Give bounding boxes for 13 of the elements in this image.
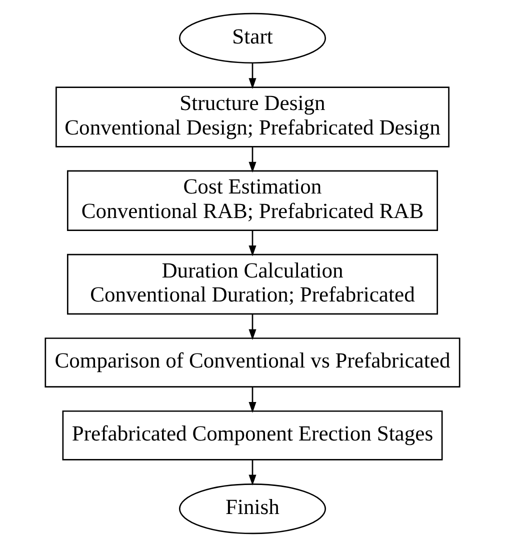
arrow bbox=[248, 314, 256, 340]
node-box: Duration Calculation Conventional Duration; Prefabricated bbox=[66, 254, 438, 315]
node-ellipse: Start bbox=[178, 12, 326, 64]
node-ellipse: Finish bbox=[178, 483, 326, 534]
arrow bbox=[248, 386, 256, 413]
arrow bbox=[248, 147, 256, 173]
node-box: Cost Estimation Conventional RAB; Prefabricated RAB bbox=[66, 170, 438, 231]
node-box: Structure Design Conventional Design; Prefabricated Design bbox=[56, 86, 450, 148]
node-box: Prefabricated Component Erection Stages bbox=[62, 410, 443, 460]
arrow bbox=[248, 63, 256, 89]
arrow bbox=[248, 230, 256, 256]
node-box: Comparison of Conventional vs Prefabricated bbox=[44, 338, 460, 388]
arrow bbox=[248, 460, 256, 486]
